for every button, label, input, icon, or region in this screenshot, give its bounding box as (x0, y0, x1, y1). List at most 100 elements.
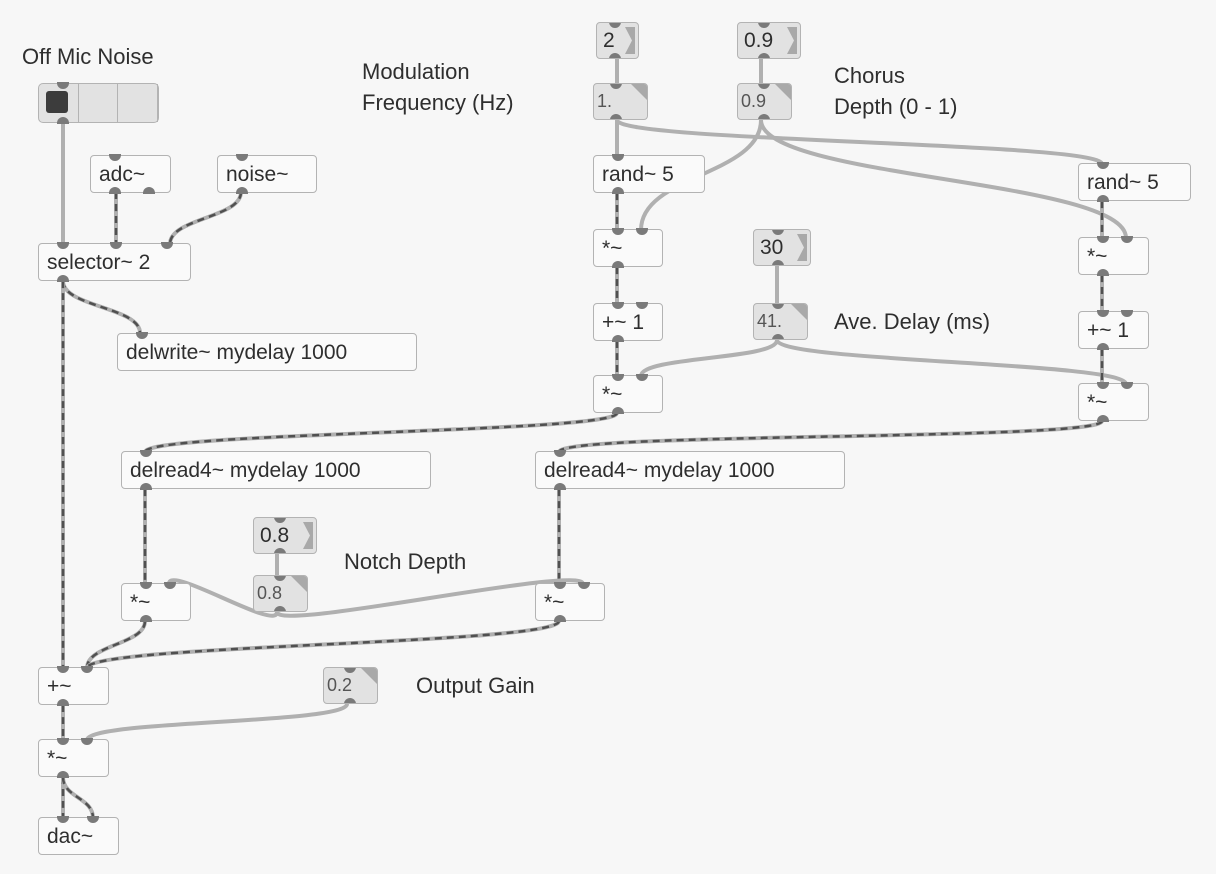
inlet[interactable] (612, 228, 624, 235)
signal-patch-cord[interactable] (85, 619, 561, 670)
signal-patch-cord[interactable] (61, 776, 95, 819)
inlet[interactable] (1097, 310, 1109, 317)
inlet[interactable] (57, 242, 69, 249)
object-sum[interactable]: +~ (38, 666, 109, 706)
flonum-output-gain[interactable]: 0.2 (323, 667, 378, 704)
inlet[interactable] (636, 228, 648, 235)
inlet[interactable] (57, 738, 69, 745)
number-chorus-depth-int[interactable]: 0.9 (737, 22, 801, 59)
flonum-mod-freq[interactable]: 1. (593, 83, 648, 120)
outlet[interactable] (143, 187, 155, 194)
inlet[interactable] (1097, 382, 1109, 389)
flonum-ave-delay[interactable]: 41. (753, 303, 808, 340)
inlet[interactable] (57, 666, 69, 673)
inlet[interactable] (1097, 236, 1109, 243)
inlet[interactable] (554, 582, 566, 589)
signal-patch-cord[interactable] (168, 191, 243, 245)
inlet[interactable] (110, 242, 122, 249)
outlet[interactable] (109, 187, 121, 194)
number-mod-freq-int[interactable]: 2 (596, 22, 639, 59)
outlet[interactable] (609, 53, 621, 58)
inlet[interactable] (164, 582, 176, 589)
inlet[interactable] (758, 23, 770, 28)
signal-patch-cord[interactable] (143, 411, 619, 454)
inlet[interactable] (609, 23, 621, 28)
inlet[interactable] (109, 154, 121, 161)
object-mul-gain[interactable]: *~ (38, 738, 109, 778)
outlet[interactable] (140, 615, 152, 622)
object-mul-notch-left[interactable]: *~ (121, 582, 191, 622)
flonum-chorus-depth[interactable]: 0.9 (737, 83, 792, 120)
outlet[interactable] (57, 699, 69, 706)
object-adc[interactable]: adc~ (90, 154, 171, 194)
inlet[interactable] (612, 374, 624, 381)
inlet[interactable] (274, 576, 286, 581)
inlet[interactable] (344, 668, 356, 673)
inlet[interactable] (612, 302, 624, 309)
outlet[interactable] (1097, 195, 1109, 202)
outlet[interactable] (772, 334, 784, 339)
inlet[interactable] (140, 450, 152, 457)
inlet[interactable] (610, 84, 622, 89)
object-rand-right[interactable]: rand~ 5 (1078, 162, 1191, 202)
inlet[interactable] (1121, 382, 1133, 389)
control-patch-cord[interactable] (639, 339, 779, 377)
outlet[interactable] (344, 698, 356, 703)
object-mul-mod-right[interactable]: *~ (1078, 236, 1149, 276)
source-radiogroup[interactable] (38, 82, 159, 124)
inlet[interactable] (758, 84, 770, 89)
inlet[interactable] (161, 242, 173, 249)
inlet[interactable] (1121, 310, 1133, 317)
inlet[interactable] (57, 82, 69, 89)
object-mul-notch-right[interactable]: *~ (535, 582, 605, 622)
object-rand-left[interactable]: rand~ 5 (593, 154, 705, 194)
outlet[interactable] (236, 187, 248, 194)
outlet[interactable] (772, 260, 784, 265)
number-ave-delay-int[interactable]: 30 (753, 229, 811, 266)
outlet[interactable] (612, 407, 624, 414)
outlet[interactable] (610, 114, 622, 119)
outlet[interactable] (274, 548, 286, 553)
control-patch-cord[interactable] (759, 119, 1128, 239)
inlet[interactable] (554, 450, 566, 457)
outlet[interactable] (57, 771, 69, 778)
inlet[interactable] (578, 582, 590, 589)
outlet[interactable] (274, 606, 286, 611)
inlet[interactable] (1121, 236, 1133, 243)
radio-option-2[interactable] (79, 84, 119, 122)
outlet[interactable] (1097, 343, 1109, 350)
inlet[interactable] (81, 666, 93, 673)
object-add-left[interactable]: +~ 1 (593, 302, 663, 342)
outlet[interactable] (140, 483, 152, 490)
inlet[interactable] (772, 304, 784, 309)
outlet[interactable] (57, 117, 69, 124)
inlet[interactable] (636, 374, 648, 381)
inlet[interactable] (772, 230, 784, 235)
object-delread-right[interactable]: delread4~ mydelay 1000 (535, 450, 845, 490)
object-delwrite[interactable]: delwrite~ mydelay 1000 (117, 332, 417, 371)
object-noise[interactable]: noise~ (217, 154, 317, 194)
outlet[interactable] (612, 187, 624, 194)
outlet[interactable] (57, 275, 69, 282)
outlet[interactable] (554, 483, 566, 490)
signal-patch-cord[interactable] (61, 280, 142, 334)
number-notch-depth-int[interactable]: 0.8 (253, 517, 317, 554)
radio-option-1[interactable] (39, 84, 79, 122)
outlet[interactable] (758, 114, 770, 119)
control-patch-cord[interactable] (775, 338, 1128, 386)
outlet[interactable] (758, 53, 770, 58)
object-delread-left[interactable]: delread4~ mydelay 1000 (121, 450, 431, 490)
object-mul-mod-left[interactable]: *~ (593, 228, 663, 268)
inlet[interactable] (236, 154, 248, 161)
radio-option-3[interactable] (118, 84, 159, 122)
signal-patch-cord[interactable] (85, 620, 147, 669)
object-selector[interactable]: selector~ 2 (38, 242, 191, 282)
object-mul-delay-left[interactable]: *~ (593, 374, 663, 414)
inlet[interactable] (636, 302, 648, 309)
flonum-notch-depth[interactable]: 0.8 (253, 575, 308, 612)
control-patch-cord[interactable] (85, 702, 349, 742)
outlet[interactable] (612, 261, 624, 268)
inlet[interactable] (1097, 162, 1109, 169)
signal-patch-cord[interactable] (557, 419, 1104, 454)
object-mul-delay-right[interactable]: *~ (1078, 382, 1149, 422)
